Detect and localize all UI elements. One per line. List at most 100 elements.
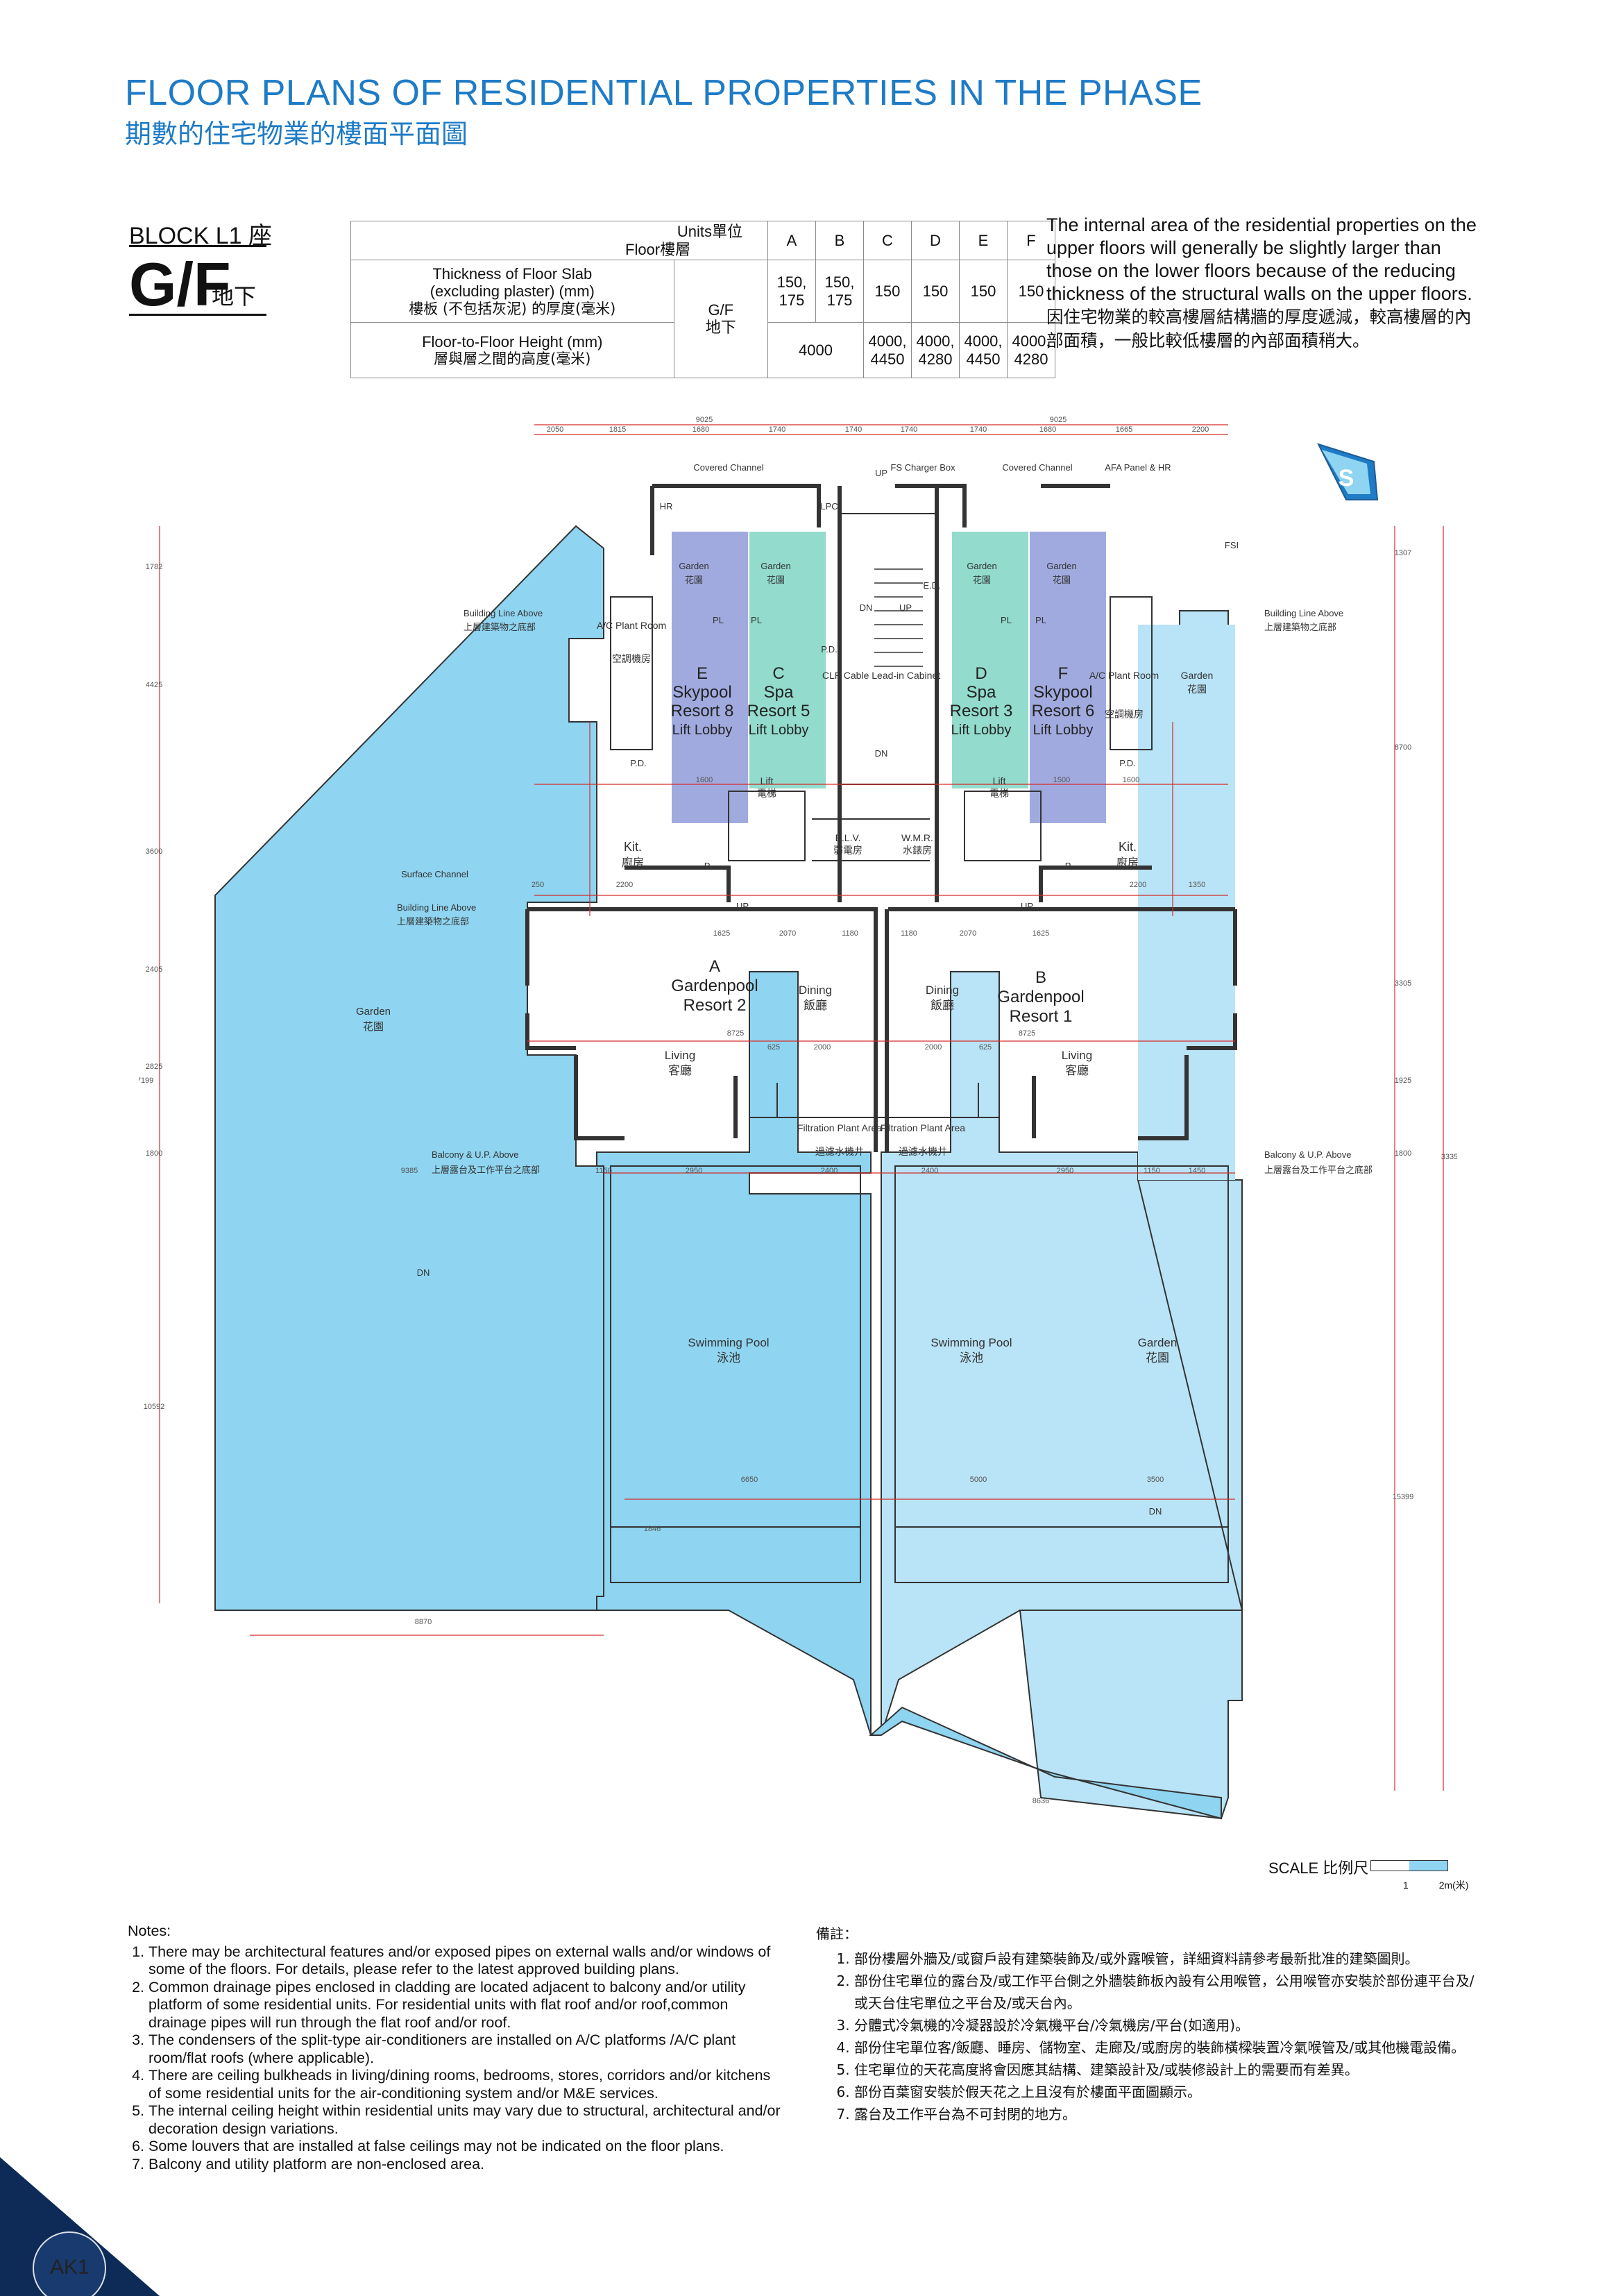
label-pl: PL — [1035, 615, 1046, 625]
internal-area-note-zh: 因住宅物業的較高樓層結構牆的厚度遞減，較高樓層的內部面積，一般比較低樓層的內部面… — [1046, 307, 1472, 351]
dim-top: 1740 — [901, 425, 917, 434]
svg-text:2070: 2070 — [960, 929, 976, 938]
dim-left: 1782 — [146, 563, 162, 571]
label-garden: Garden — [679, 561, 708, 571]
label-building-line: Building Line Above — [397, 902, 476, 913]
bottom-pool-curve — [869, 1706, 1222, 1820]
svg-text:2200: 2200 — [1130, 881, 1146, 889]
label-garden-zh: 花園 — [363, 1021, 384, 1033]
slab-value: 150 — [911, 260, 960, 323]
dim-right: 1800 — [1395, 1149, 1411, 1158]
dim-right: 1925 — [1395, 1077, 1411, 1085]
unit-header: F — [1007, 221, 1055, 260]
label-garden: Garden — [760, 561, 790, 571]
label-covered-channel: Covered Channel — [1002, 462, 1072, 473]
scale-numbers: 1 2m(米) — [1403, 1878, 1468, 1892]
slab-value: 150 — [959, 260, 1008, 323]
note-zh-item: 部份樓層外牆及/或窗戶設有建築裝飾及/或外露喉管，詳細資料請參考最新批准的建築圖… — [854, 1948, 1482, 1970]
label-elv: E.L.V. — [835, 832, 861, 843]
notes-en-title: Notes: — [128, 1923, 171, 1939]
unit-header: C — [863, 221, 912, 260]
svg-text:1450: 1450 — [1189, 1167, 1205, 1175]
notes-zh: 備註： 部份樓層外牆及/或窗戶設有建築裝飾及/或外露喉管，詳細資料請參考最新批准… — [816, 1923, 1482, 2125]
compass-icon: S — [1317, 443, 1379, 500]
label-balcony-zh: 上層露台及工作平台之底部 — [1264, 1165, 1373, 1175]
unit-b-name2: Resort 1 — [1010, 1007, 1073, 1026]
svg-text:1150: 1150 — [1144, 1167, 1160, 1175]
svg-text:625: 625 — [767, 1043, 780, 1052]
label-pool: Swimming Pool — [688, 1336, 769, 1349]
note-en-item: The internal ceiling height within resid… — [148, 2102, 787, 2138]
label-living-zh: 客廳 — [668, 1064, 692, 1077]
height-value: 4000, 4450 — [959, 322, 1008, 378]
svg-text:3500: 3500 — [1147, 1476, 1164, 1484]
label-up: UP — [1021, 901, 1033, 911]
dim-top: 2050 — [547, 425, 563, 434]
label-garden-zh: 花園 — [1053, 575, 1071, 585]
label-kit-zh: 廚房 — [622, 856, 644, 869]
units-floor-header: Units單位 Floor樓層 — [350, 221, 768, 260]
label-kit-zh: 廚房 — [1116, 856, 1139, 869]
unit-a-name2: Resort 2 — [683, 996, 747, 1015]
dim-top: 1740 — [845, 425, 862, 434]
svg-text:1846: 1846 — [644, 1525, 661, 1533]
stair-treads — [874, 568, 923, 667]
plan-room-labels: A/C Plant Room 空調機房 A/C Plant Room 空調機房 … — [356, 620, 1213, 1365]
dim-top: 1680 — [692, 425, 709, 434]
slab-label: Thickness of Floor Slab (excluding plast… — [350, 260, 674, 323]
unit-header: E — [959, 221, 1008, 260]
dim-top: 1740 — [769, 425, 785, 434]
label-covered-channel: Covered Channel — [693, 462, 763, 473]
svg-text:2070: 2070 — [779, 929, 796, 938]
height-value: 4000, 4280 — [911, 322, 960, 378]
svg-text:1500: 1500 — [1053, 776, 1070, 784]
label-ac-plant-zh: 空調機房 — [1105, 709, 1144, 720]
label-building-line-zh: 上層建築物之底部 — [397, 916, 469, 927]
label-garden: Garden — [1138, 1336, 1178, 1349]
note-zh-item: 分體式冷氣機的冷凝器設於冷氣機平台/冷氣機房/平台(如適用)。 — [854, 2014, 1482, 2036]
floor-label-zh: 地下 — [212, 283, 257, 310]
dimension-lines — [159, 424, 1444, 1791]
floor-label: G/F — [129, 250, 231, 319]
svg-text:1600: 1600 — [1123, 776, 1139, 784]
dim-right: 8700 — [1395, 743, 1411, 752]
svg-text:1600: 1600 — [696, 776, 713, 784]
svg-text:9385: 9385 — [401, 1167, 418, 1175]
label-balcony-zh: 上層露台及工作平台之底部 — [432, 1165, 540, 1175]
scale-n1: 1 — [1403, 1880, 1409, 1891]
label-lpc: LPC — [820, 501, 838, 512]
label-garden: Garden — [967, 561, 996, 571]
height-label: Floor-to-Floor Height (mm) 層與層之間的高度(毫米) — [350, 322, 674, 378]
label-wmr: W.M.R. — [901, 832, 933, 843]
slab-label-en: Thickness of Floor Slab — [432, 265, 593, 283]
page-title: FLOOR PLANS OF RESIDENTIAL PROPERTIES IN… — [125, 73, 1203, 113]
scale-n2: 2m(米) — [1438, 1880, 1469, 1891]
dim-top: 1665 — [1116, 425, 1132, 434]
label-building-line-zh: 上層建築物之底部 — [1264, 622, 1336, 632]
note-en-item: There may be architectural features and/… — [148, 1943, 787, 1979]
internal-area-note-en: The internal area of the residential pro… — [1046, 214, 1477, 304]
block-rule-bottom — [129, 314, 266, 316]
svg-text:1625: 1625 — [1033, 929, 1049, 938]
building-walls — [525, 484, 1237, 1152]
unit-d-letter: D — [975, 664, 987, 683]
dim-top-right: 9025 — [1050, 416, 1067, 424]
svg-text:1150: 1150 — [595, 1167, 612, 1175]
label-pd: P.D. — [1119, 758, 1136, 768]
svg-text:2950: 2950 — [686, 1167, 702, 1175]
slab-value: 150, 175 — [815, 260, 864, 323]
label-living: Living — [1062, 1049, 1092, 1062]
unit-e-name1: Skypool — [672, 683, 731, 702]
label-dn: DN — [417, 1267, 430, 1278]
label-dining: Dining — [926, 984, 959, 997]
notes-en: Notes: There may be architectural featur… — [128, 1923, 787, 2173]
height-value: 4000, 4450 — [863, 322, 912, 378]
block-rule — [129, 245, 266, 247]
label-fs-charger: FS Charger Box — [890, 462, 955, 473]
floor-label-header: Floor樓層 — [625, 241, 691, 258]
dim-right: 1307 — [1395, 549, 1411, 557]
corner-decoration — [0, 2157, 160, 2296]
svg-text:1350: 1350 — [1189, 881, 1205, 889]
dim-left: 3600 — [146, 847, 162, 856]
dim-right-total: 33358 — [1441, 1153, 1457, 1161]
